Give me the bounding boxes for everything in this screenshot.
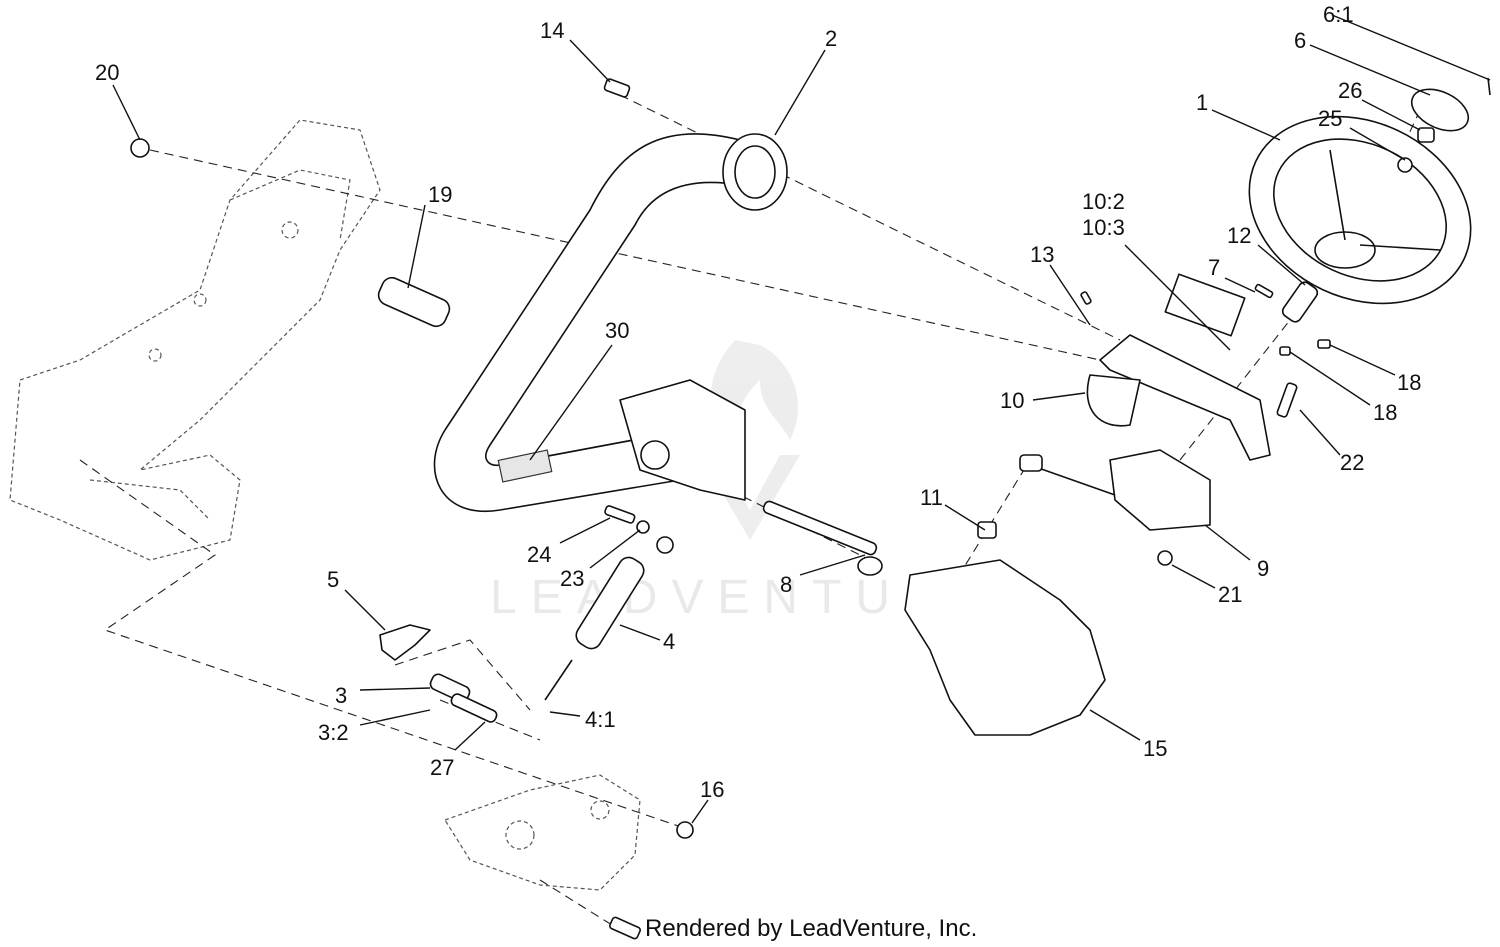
callout-19: 19	[428, 182, 452, 207]
callout-14: 14	[540, 18, 564, 43]
rops-bar	[433, 133, 788, 513]
steering-wheel-1	[1248, 115, 1472, 305]
nut-21	[1157, 550, 1173, 566]
pin-7	[1254, 283, 1274, 299]
callout-10-2: 10:2	[1082, 189, 1125, 214]
callout-5: 5	[327, 567, 339, 592]
callout-21: 21	[1218, 582, 1242, 607]
watermark-text: LEADVENTURE	[490, 571, 999, 624]
callout-2: 2	[825, 26, 837, 51]
callout-25: 25	[1318, 106, 1342, 131]
callout-10-3: 10:3	[1082, 215, 1125, 240]
callout-15: 15	[1143, 736, 1167, 761]
shaft-27	[450, 693, 498, 723]
bolt-24	[604, 505, 636, 524]
callout-1: 1	[1196, 90, 1208, 115]
cap-6	[1410, 88, 1470, 132]
callout-7: 7	[1208, 255, 1220, 280]
callout-3: 3	[335, 683, 347, 708]
callout-labels: 20 14 2 19 30 6:1 6 26 25 1 10:2 10:3 13…	[95, 2, 1421, 802]
screw-13	[1080, 291, 1092, 305]
nut-20	[130, 138, 150, 158]
render-credit: Rendered by LeadVenture, Inc.	[645, 915, 977, 942]
callout-6: 6	[1294, 28, 1306, 53]
callout-27: 27	[430, 755, 454, 780]
bolt-14	[603, 78, 631, 98]
nut-16	[676, 821, 694, 839]
callout-22: 22	[1340, 450, 1364, 475]
washer-25	[1397, 157, 1413, 173]
callout-4: 4	[663, 629, 675, 654]
callout-24: 24	[527, 542, 551, 567]
decal-10-2	[1164, 273, 1246, 337]
spacer-tube	[377, 276, 451, 328]
callout-20: 20	[95, 60, 119, 85]
gas-spring-4	[544, 536, 674, 701]
cover-15	[904, 559, 1106, 736]
bolt-22	[1276, 382, 1298, 418]
callout-4-1: 4:1	[585, 707, 616, 732]
callout-26: 26	[1338, 78, 1362, 103]
leader-lines	[112, 14, 1491, 824]
callout-18a: 18	[1397, 370, 1421, 395]
frame-ghost	[9, 119, 381, 561]
callout-12: 12	[1227, 223, 1251, 248]
callout-3-2: 3:2	[318, 720, 349, 745]
callout-18b: 18	[1373, 400, 1397, 425]
callout-9: 9	[1257, 556, 1269, 581]
screw-18b	[1279, 346, 1291, 356]
callout-16: 16	[700, 777, 724, 802]
callout-6-1: 6:1	[1323, 2, 1354, 27]
bolt-bottom	[609, 916, 641, 940]
nut-26	[1417, 127, 1435, 143]
callout-13: 13	[1030, 242, 1054, 267]
clip-11	[977, 521, 997, 539]
module-9	[1019, 449, 1211, 531]
screw-18a	[1317, 339, 1331, 349]
callout-10: 10	[1000, 388, 1024, 413]
shaft-12	[1281, 281, 1319, 323]
steering-bracket-10	[1086, 334, 1271, 461]
callout-8: 8	[780, 572, 792, 597]
callout-30: 30	[605, 318, 629, 343]
callout-23: 23	[560, 566, 584, 591]
pin-8	[762, 500, 883, 576]
lower-casting-ghost	[444, 774, 641, 891]
callout-11: 11	[920, 485, 943, 510]
latch-5	[379, 624, 431, 661]
pin-6-1	[1487, 77, 1491, 96]
